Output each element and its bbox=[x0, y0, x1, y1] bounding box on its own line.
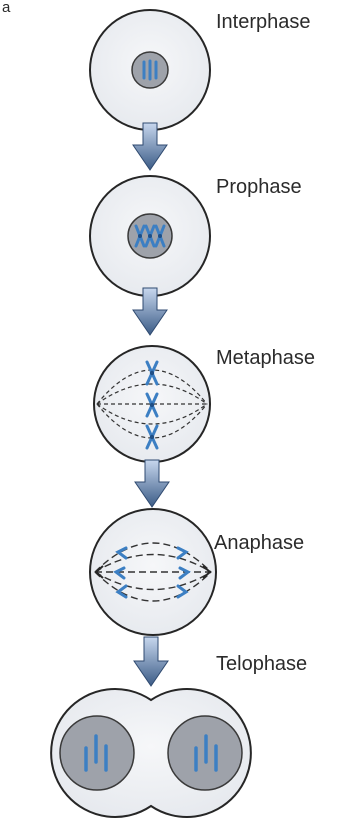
arrow-metaphase-to-anaphase bbox=[135, 460, 169, 507]
anaphase-stage: Anaphase bbox=[90, 509, 304, 635]
telophase-label: Telophase bbox=[216, 653, 307, 675]
telophase-stage: Telophase bbox=[51, 653, 307, 817]
interphase-label: Interphase bbox=[216, 11, 311, 33]
prophase-label: Prophase bbox=[216, 176, 302, 198]
arrow-anaphase-to-telophase bbox=[134, 637, 168, 686]
metaphase-label: Metaphase bbox=[216, 347, 315, 369]
anaphase-label: Anaphase bbox=[214, 532, 304, 554]
figure-corner-label: a bbox=[2, 0, 11, 16]
prophase-stage: Prophase bbox=[90, 176, 302, 296]
interphase-stage: Interphase bbox=[90, 10, 311, 130]
metaphase-stage: Metaphase bbox=[94, 346, 315, 462]
arrow-interphase-to-prophase bbox=[133, 123, 167, 170]
